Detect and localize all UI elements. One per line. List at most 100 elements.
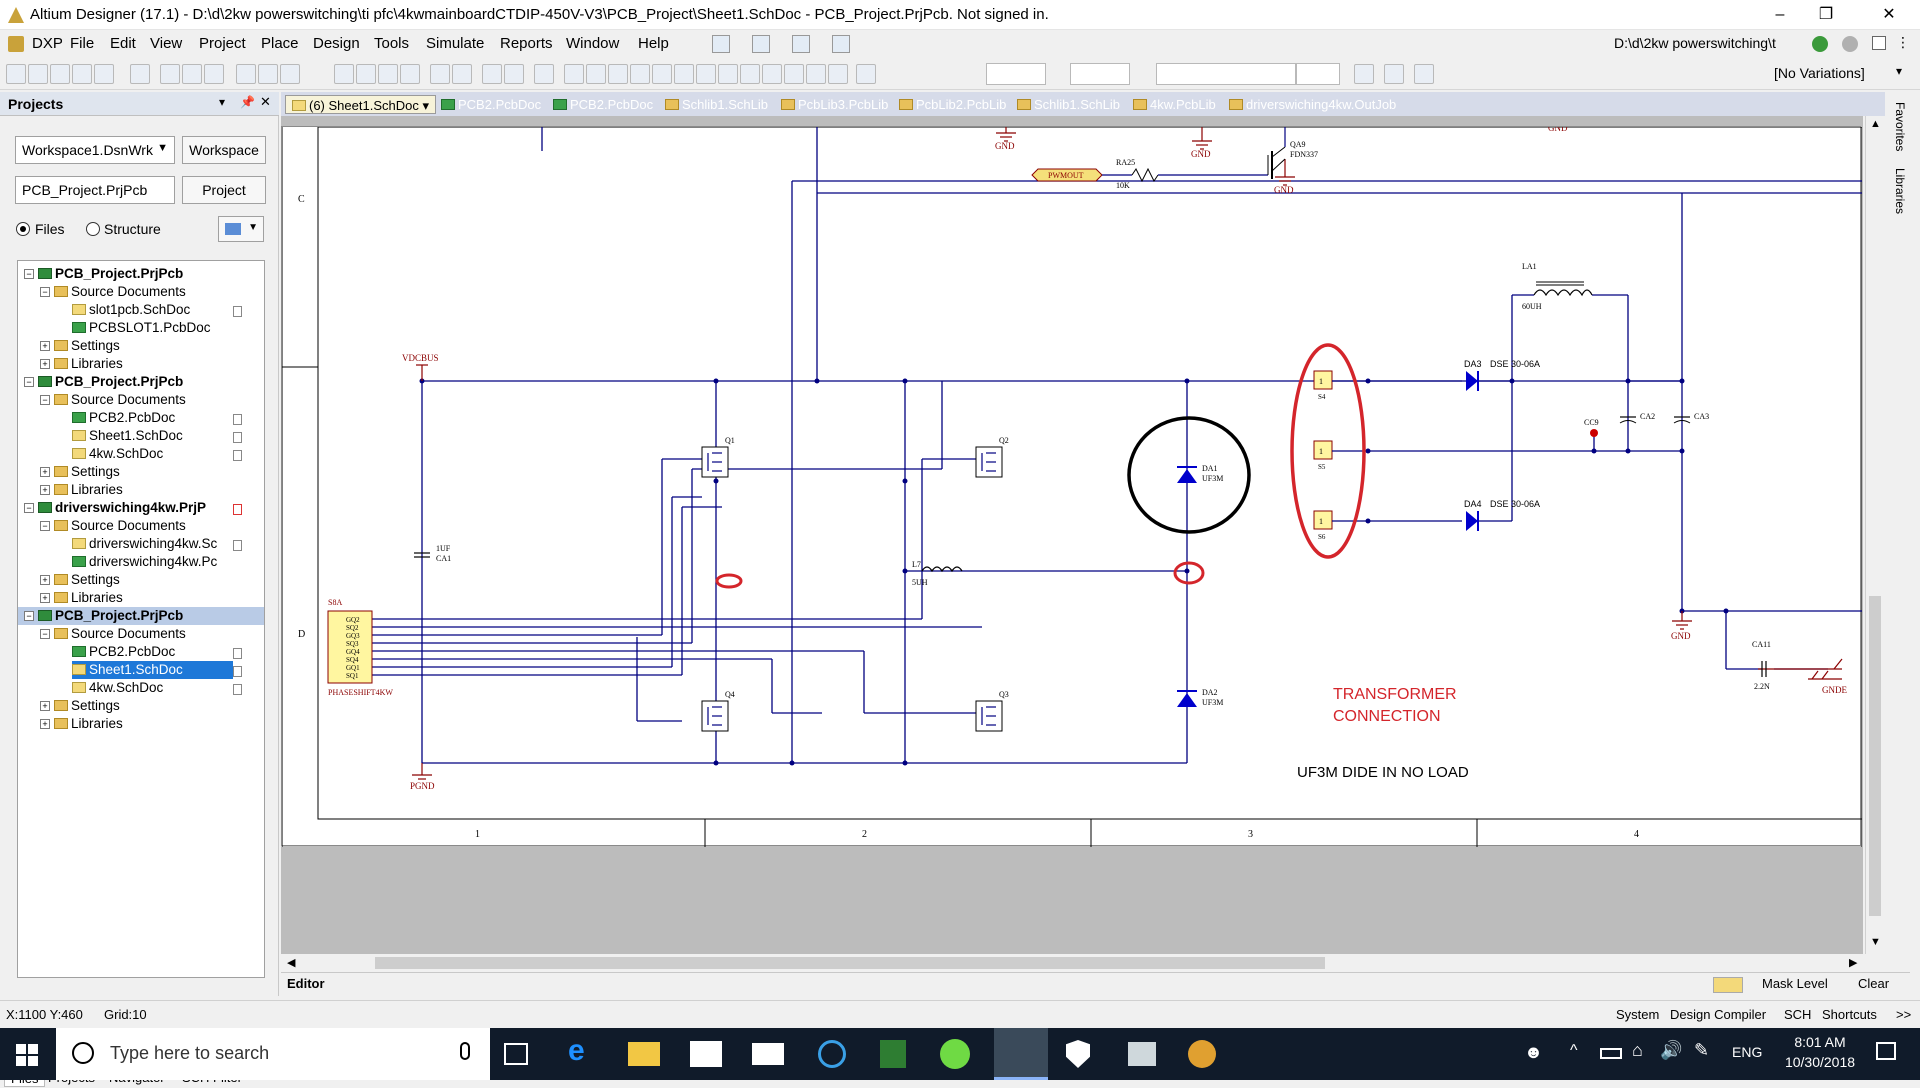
deselect-icon[interactable] <box>378 64 398 84</box>
task-view-icon[interactable] <box>504 1043 528 1065</box>
vcc-power-icon[interactable] <box>674 64 694 84</box>
menu-dxp[interactable]: DXP <box>32 35 63 52</box>
pen-workspace-icon[interactable]: ✎ <box>1694 1040 1710 1060</box>
preview-icon[interactable] <box>94 64 114 84</box>
notifications-icon[interactable] <box>1876 1042 1896 1060</box>
project-field[interactable]: PCB_Project.PrjPcb <box>15 176 175 204</box>
tool-icon-c[interactable] <box>792 35 810 53</box>
tree-document[interactable]: 4kw.SchDoc <box>18 445 264 463</box>
collapse-icon[interactable]: − <box>40 287 50 297</box>
tree-folder[interactable]: −Source Documents <box>18 391 264 409</box>
project-button[interactable]: Project <box>182 176 266 204</box>
select-area-icon[interactable] <box>334 64 354 84</box>
file-explorer-icon[interactable] <box>628 1042 660 1066</box>
sheet-symbol-icon[interactable] <box>718 64 738 84</box>
doc-tab-pcblib2[interactable]: PcbLib2.PcbLib <box>899 95 1006 114</box>
tree-document[interactable]: PCB2.PcbDoc <box>18 643 264 661</box>
expand-icon[interactable]: + <box>40 341 50 351</box>
zoom-area-icon[interactable] <box>182 64 202 84</box>
collapse-icon[interactable]: − <box>40 629 50 639</box>
tree-project[interactable]: −PCB_Project.PrjPcb <box>18 373 264 391</box>
dxp-icon[interactable] <box>8 36 24 52</box>
tree-folder[interactable]: +Libraries <box>18 355 264 373</box>
redo-icon[interactable] <box>452 64 472 84</box>
clock-date[interactable]: 10/30/2018 <box>1784 1054 1856 1070</box>
menu-help[interactable]: Help <box>638 35 669 52</box>
doc-tab-pcblib3[interactable]: PcbLib3.PcbLib <box>781 95 888 114</box>
tool-icon-b[interactable] <box>752 35 770 53</box>
menu-file[interactable]: File <box>70 35 95 52</box>
maximize-button[interactable]: ❐ <box>1818 6 1834 23</box>
filter-combo-2[interactable] <box>1070 63 1130 85</box>
bus-entry-icon[interactable] <box>608 64 628 84</box>
new-icon[interactable] <box>6 64 26 84</box>
panel-shortcuts[interactable]: Shortcuts <box>1822 1007 1877 1022</box>
expand-icon[interactable]: + <box>40 467 50 477</box>
clear-button[interactable]: Clear <box>1858 976 1890 991</box>
undo-icon[interactable] <box>430 64 450 84</box>
collapse-icon[interactable]: − <box>40 395 50 405</box>
menu-reports[interactable]: Reports <box>500 35 553 52</box>
tree-document[interactable]: slot1pcb.SchDoc <box>18 301 264 319</box>
wire-icon[interactable] <box>564 64 584 84</box>
variations-dropdown-icon[interactable]: ▾ <box>1896 64 1903 78</box>
panel-more[interactable]: >> <box>1896 1007 1912 1022</box>
panel-menu-icon[interactable]: ▾ <box>219 95 226 109</box>
pen-icon[interactable] <box>856 64 876 84</box>
device-sheet-icon[interactable] <box>762 64 782 84</box>
browse-icon[interactable] <box>504 64 524 84</box>
collapse-icon[interactable]: − <box>24 377 34 387</box>
tree-folder[interactable]: +Libraries <box>18 589 264 607</box>
net-label-icon[interactable] <box>630 64 650 84</box>
port-icon[interactable] <box>784 64 804 84</box>
copy-icon[interactable] <box>258 64 278 84</box>
collapse-icon[interactable]: − <box>40 521 50 531</box>
expand-icon[interactable]: + <box>40 701 50 711</box>
scroll-up-icon[interactable]: ▲ <box>1870 118 1881 130</box>
expand-icon[interactable]: + <box>40 575 50 585</box>
menu-tools[interactable]: Tools <box>374 35 410 52</box>
mask-level-button[interactable]: Mask Level <box>1762 976 1828 991</box>
tree-folder[interactable]: −Source Documents <box>18 517 264 535</box>
vertical-scrollbar[interactable]: ▲ ▼ <box>1865 116 1883 954</box>
menu-view[interactable]: View <box>150 35 183 52</box>
tree-folder[interactable]: +Settings <box>18 463 264 481</box>
tool-misc-b[interactable] <box>1384 64 1404 84</box>
microphone-icon[interactable] <box>460 1042 470 1060</box>
filter-combo-1[interactable] <box>986 63 1046 85</box>
tool-icon-d[interactable] <box>832 35 850 53</box>
mail-icon[interactable] <box>752 1043 784 1065</box>
expand-icon[interactable]: + <box>40 593 50 603</box>
tree-document[interactable]: PCBSLOT1.PcbDoc <box>18 319 264 337</box>
open-project-icon[interactable] <box>130 64 150 84</box>
minimize-button[interactable]: – <box>1775 6 1785 23</box>
edge-icon[interactable]: e <box>568 1034 585 1067</box>
tree-document[interactable]: 4kw.SchDoc <box>18 679 264 697</box>
variations-combo[interactable]: [No Variations] <box>1774 65 1865 81</box>
cortana-app-icon[interactable] <box>818 1040 846 1068</box>
tree-folder[interactable]: +Libraries <box>18 715 264 733</box>
menu-simulate[interactable]: Simulate <box>426 35 485 52</box>
clear-errors-icon[interactable] <box>828 64 848 84</box>
panel-system[interactable]: System <box>1616 1007 1660 1022</box>
panel-design-compiler[interactable]: Design Compiler <box>1670 1007 1767 1022</box>
home-icon[interactable] <box>1872 36 1886 50</box>
no-erc-icon[interactable] <box>806 64 826 84</box>
upwork-icon[interactable] <box>940 1039 970 1069</box>
tree-folder[interactable]: +Settings <box>18 571 264 589</box>
battery-icon[interactable] <box>1600 1048 1622 1059</box>
doc-tab-schlib1-a[interactable]: Schlib1.SchLib <box>665 95 768 114</box>
zoom-selected-icon[interactable] <box>204 64 224 84</box>
collapse-icon[interactable]: − <box>24 503 34 513</box>
filter-combo-3[interactable] <box>1156 63 1296 85</box>
volume-icon[interactable]: 🔊 <box>1660 1040 1683 1060</box>
tree-project[interactable]: −PCB_Project.PrjPcb <box>18 265 264 283</box>
tree-document[interactable]: driverswiching4kw.Pc <box>18 553 264 571</box>
bus-icon[interactable] <box>586 64 606 84</box>
tree-folder[interactable]: −Source Documents <box>18 625 264 643</box>
wifi-icon[interactable]: ⌂ <box>1632 1040 1643 1060</box>
expand-icon[interactable]: + <box>40 719 50 729</box>
menu-place[interactable]: Place <box>261 35 299 52</box>
compile-icon[interactable] <box>534 64 554 84</box>
print-icon[interactable] <box>72 64 92 84</box>
